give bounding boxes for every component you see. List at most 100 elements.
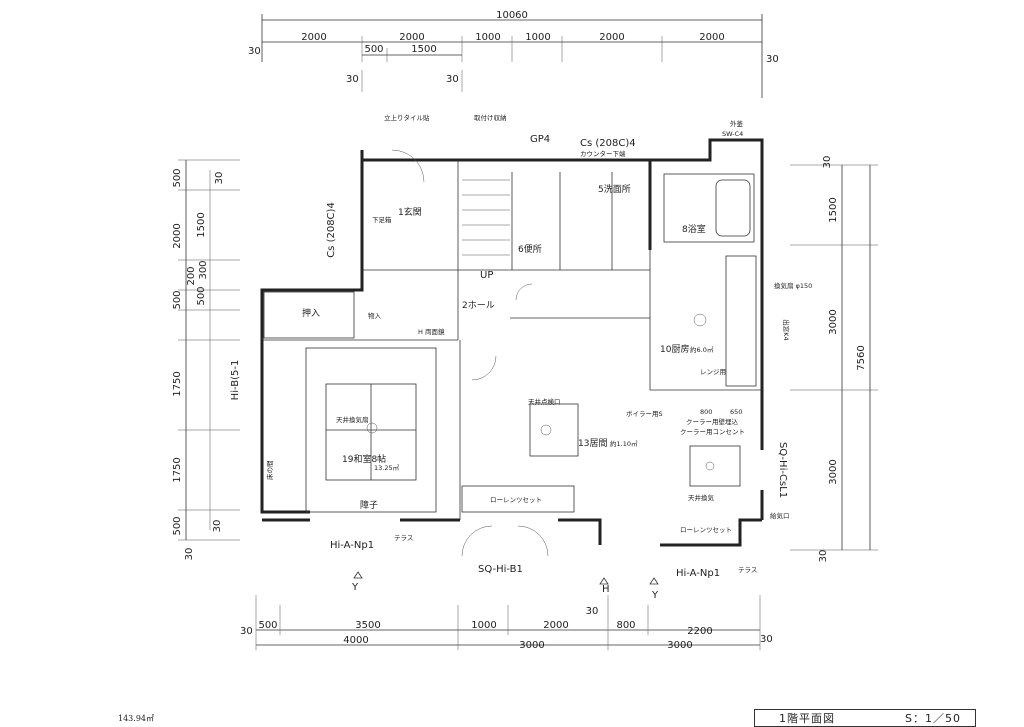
title-block: 1階平面図 S：1／50 <box>754 709 976 727</box>
left-dim-9: 1750 <box>172 371 183 396</box>
top-dimensions: 10060 30 2000 2000 1000 1000 2000 2000 3… <box>248 10 779 98</box>
right-dim-1: 30 <box>822 156 833 169</box>
note-h-mirror: H 両面鏡 <box>418 327 445 336</box>
note-terrace-2: テラス <box>738 566 757 574</box>
note-counter: カウンター下端 <box>580 149 626 158</box>
room-bath: 8浴室 <box>682 223 706 235</box>
note-tile: 立上りタイル貼 <box>384 113 430 122</box>
top-dim-3: 2000 <box>399 32 424 43</box>
room-living: 13居間 <box>578 438 607 449</box>
note-range: レンジ用 <box>700 368 726 376</box>
room-oshiire: 押入 <box>302 307 320 319</box>
room-toilet: 6便所 <box>518 243 542 255</box>
note-sw-c4: SW-C4 <box>722 130 743 138</box>
left-dim-8: 500 <box>196 286 207 305</box>
note-lowrence-2: ローレンツセット <box>680 526 732 534</box>
bottom-dim-4: 1000 <box>471 620 496 631</box>
bottom-dim-2: 500 <box>258 620 277 631</box>
room-monoire: 物入 <box>368 311 382 320</box>
bottom-dimensions: 30 500 3500 1000 2000 800 2200 30 4000 3… <box>240 595 773 651</box>
room-tokonoma: 床の間 <box>265 461 274 481</box>
top-dim-5: 1000 <box>525 32 550 43</box>
room-living-area: 約1.10㎡ <box>610 439 638 448</box>
room-washitsu: 19和室8帖 <box>342 453 386 465</box>
note-cooler-wall: クーラー用壁埋込 <box>686 417 739 426</box>
left-dimensions: 500 30 2000 1500 200 300 500 500 1750 17… <box>172 159 240 561</box>
note-ceiling-fan: 天井換気扇 <box>336 415 369 424</box>
left-dim-5: 200 <box>186 266 197 285</box>
note-fan-150: 換気扇 φ150 <box>774 281 812 290</box>
bottom-dim-11: 3000 <box>667 640 692 651</box>
note-h-mark: H <box>602 584 610 595</box>
note-y-mark-2: Y <box>651 590 659 601</box>
drawing-scale: S：1／50 <box>905 712 961 725</box>
note-air-inlet: 給気口 <box>770 511 790 520</box>
top-dim-4: 1000 <box>475 32 500 43</box>
drawing-title: 1階平面図 <box>779 712 835 725</box>
right-dim-2: 1500 <box>828 197 839 222</box>
left-dim-4: 1500 <box>196 212 207 237</box>
room-shoji: 障子 <box>360 499 378 511</box>
section-markers <box>353 571 659 585</box>
left-dim-7: 500 <box>172 290 183 309</box>
note-sq-hi-b1: SQ-Hi-B1 <box>478 564 523 575</box>
room-entrance: 1玄関 <box>398 206 422 218</box>
note-hi-a-np1-right: Hi-A-Np1 <box>676 568 720 579</box>
right-dim-4: 7560 <box>856 345 867 370</box>
left-dim-12: 30 <box>212 520 223 533</box>
overall-width: 10060 <box>496 10 528 21</box>
room-labels: 1玄関 2ホール 5洗面所 6便所 8浴室 10厨房 約6.0㎡ 13居間 約1… <box>265 183 714 511</box>
note-hi-b5: Hi-B(5-1 <box>230 360 241 401</box>
area-note: 143.94㎡ <box>118 714 154 723</box>
left-dim-11: 500 <box>172 516 183 535</box>
note-boiler: ボイラー用S <box>626 410 663 418</box>
bottom-dim-5: 2000 <box>543 620 568 631</box>
right-dim-5: 3000 <box>828 459 839 484</box>
note-800: 800 <box>700 408 712 416</box>
room-washroom: 5洗面所 <box>598 183 631 195</box>
note-gp4: GP4 <box>530 134 550 145</box>
note-hi-a-np1-left: Hi-A-Np1 <box>330 540 374 551</box>
top-dim-9: 500 <box>364 44 383 55</box>
top-dim-12: 30 <box>446 74 459 85</box>
top-dim-10: 1500 <box>411 44 436 55</box>
left-dim-6: 300 <box>198 260 209 279</box>
right-dimensions: 30 1500 3000 7560 3000 30 <box>790 156 878 563</box>
right-dim-6: 30 <box>818 550 829 563</box>
top-dim-2: 2000 <box>301 32 326 43</box>
note-sotogama: 外釜 <box>730 119 744 128</box>
note-storage: 取付け収納 <box>474 113 507 122</box>
note-sq-hi-csl1: SQ-Hi-CsL1 <box>777 442 788 498</box>
room-hall: 2ホール <box>462 300 495 311</box>
top-dim-1: 30 <box>248 46 261 57</box>
note-lowrence-1: ローレンツセット <box>490 496 542 504</box>
bottom-dim-8: 30 <box>760 634 773 645</box>
note-650: 650 <box>730 408 742 416</box>
bottom-dim-10: 3000 <box>519 640 544 651</box>
left-dim-2: 30 <box>214 172 225 185</box>
bottom-dim-9: 4000 <box>343 635 368 646</box>
bottom-dim-6: 800 <box>616 620 635 631</box>
top-dim-6: 2000 <box>599 32 624 43</box>
bottom-dim-1: 30 <box>240 626 253 637</box>
bottom-dim-7: 2200 <box>687 626 712 637</box>
top-dim-11: 30 <box>346 74 359 85</box>
right-dim-3: 3000 <box>828 309 839 334</box>
note-cooler-outlet: クーラー用コンセント <box>680 428 745 436</box>
top-dim-8: 30 <box>766 54 779 65</box>
annotations: 立上りタイル貼 取付け収納 GP4 Cs (208C)4 カウンター下端 外釜 … <box>230 113 812 601</box>
top-dim-7: 2000 <box>699 32 724 43</box>
bottom-dim-12: 30 <box>586 606 599 617</box>
note-demado: 出窓K4 <box>782 319 791 340</box>
room-kitchen-area: 約6.0㎡ <box>690 345 714 354</box>
left-dim-13: 30 <box>184 548 195 561</box>
left-dim-10: 1750 <box>172 457 183 482</box>
room-kitchen: 10厨房 <box>660 343 689 355</box>
bottom-dim-3: 3500 <box>355 620 380 631</box>
note-terrace-1: テラス <box>394 534 413 542</box>
room-washitsu-area: 13.25㎡ <box>374 463 400 472</box>
note-cs-left: Cs (208C)4 <box>326 202 337 258</box>
walls <box>260 138 764 557</box>
note-shoebox: 下足箱 <box>372 215 392 224</box>
